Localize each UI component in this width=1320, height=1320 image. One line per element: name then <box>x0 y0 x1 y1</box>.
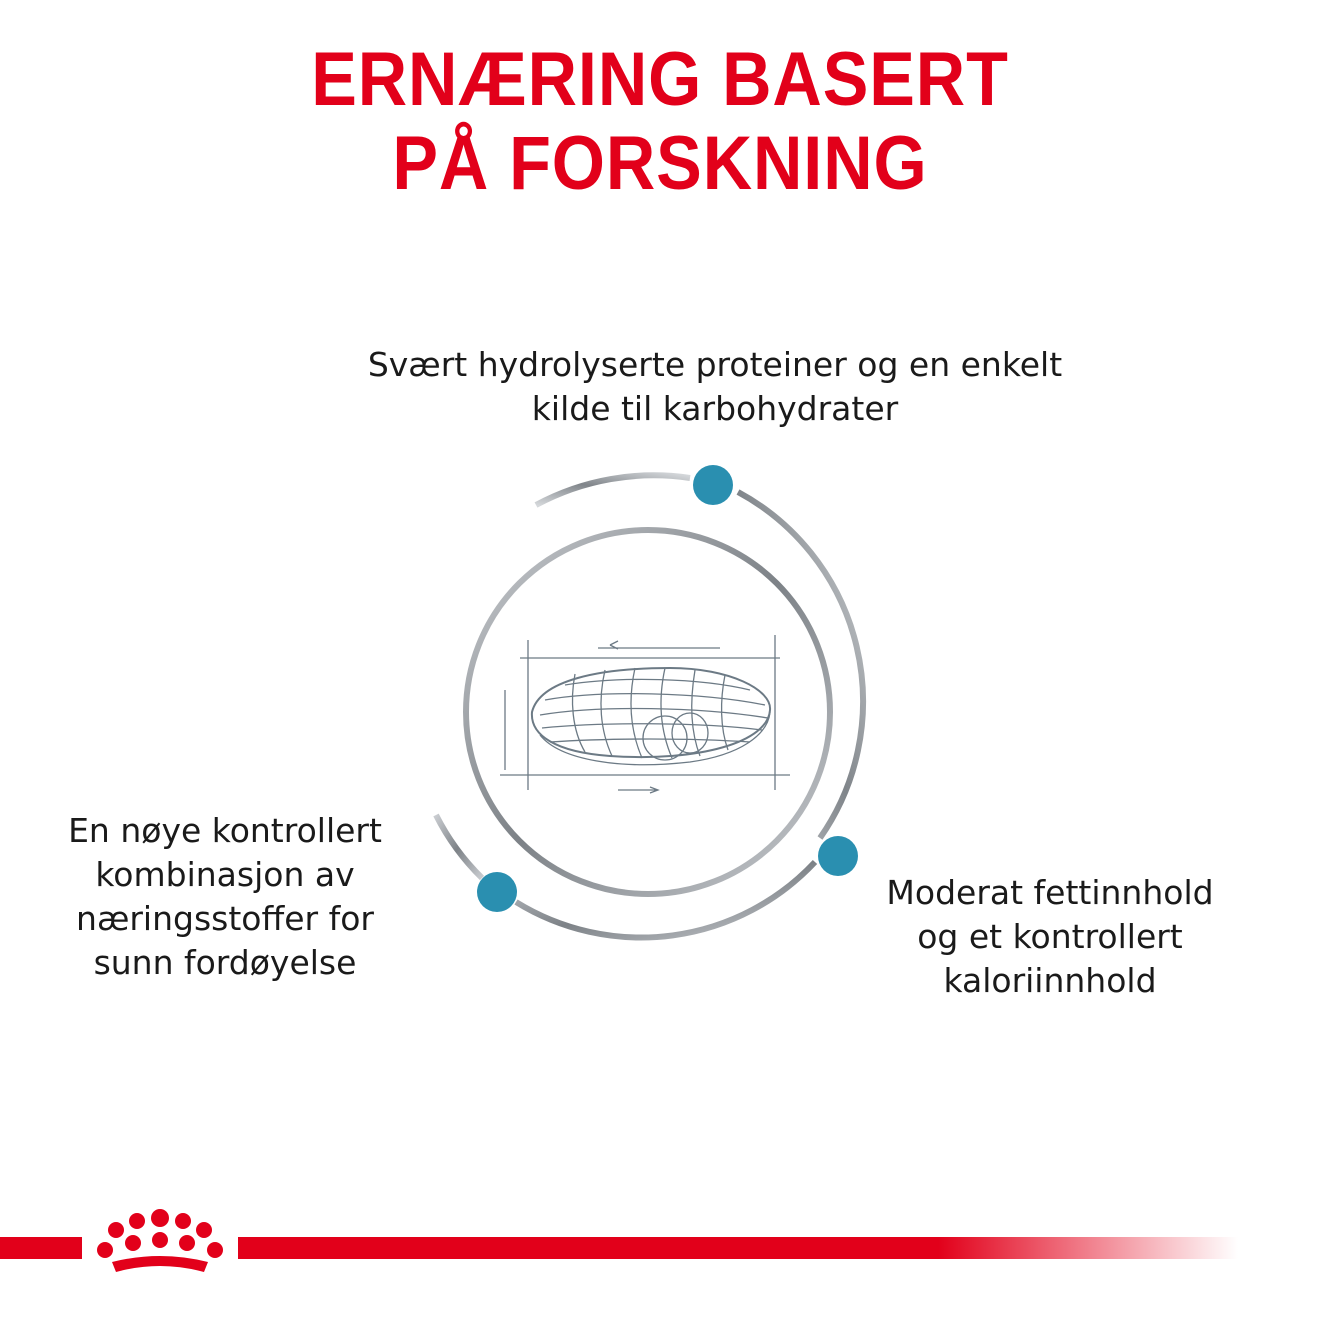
outer-arc-right <box>736 489 866 840</box>
benefit-top-line: kilde til karbohydrater <box>531 389 899 428</box>
benefit-left-text: En nøye kontrollert kombinasjon av nærin… <box>30 809 420 985</box>
benefit-right-text: Moderat fettinnhold og et kontrollert ka… <box>860 871 1240 1003</box>
benefit-left-line: En nøye kontrollert <box>68 811 382 850</box>
outer-arc-bottom <box>514 859 818 941</box>
benefit-right-line: kaloriinnhold <box>943 961 1157 1000</box>
benefit-left-line: næringsstoffer for <box>76 899 374 938</box>
title-line-2: PÅ FORSKNING <box>392 121 928 206</box>
benefit-top-line: Svært hydrolyserte proteiner og en enkel… <box>367 345 1063 384</box>
benefit-right-line: og et kontrollert <box>917 917 1183 956</box>
benefit-right-line: Moderat fettinnhold <box>886 873 1214 912</box>
benefit-top-text: Svært hydrolyserte proteiner og en enkel… <box>300 343 1130 431</box>
benefit-left-line: sunn fordøyelse <box>93 943 357 982</box>
benefit-dot-left <box>477 872 517 912</box>
crown-logo-icon <box>97 1209 223 1272</box>
footer-band <box>0 1209 1238 1272</box>
inner-ring <box>463 527 833 897</box>
title-line-1: ERNÆRING BASERT <box>311 37 1009 122</box>
footer-line-left <box>0 1237 82 1259</box>
benefit-dot-right <box>818 836 858 876</box>
kibble-sketch-icon <box>500 635 790 794</box>
footer-line-right <box>238 1237 1238 1259</box>
page-title: ERNÆRING BASERT PÅ FORSKNING <box>66 38 1254 206</box>
outer-arc-top <box>534 472 691 508</box>
benefit-left-line: kombinasjon av <box>95 855 355 894</box>
outer-arc-left <box>433 813 485 881</box>
benefit-dot-top <box>693 465 733 505</box>
